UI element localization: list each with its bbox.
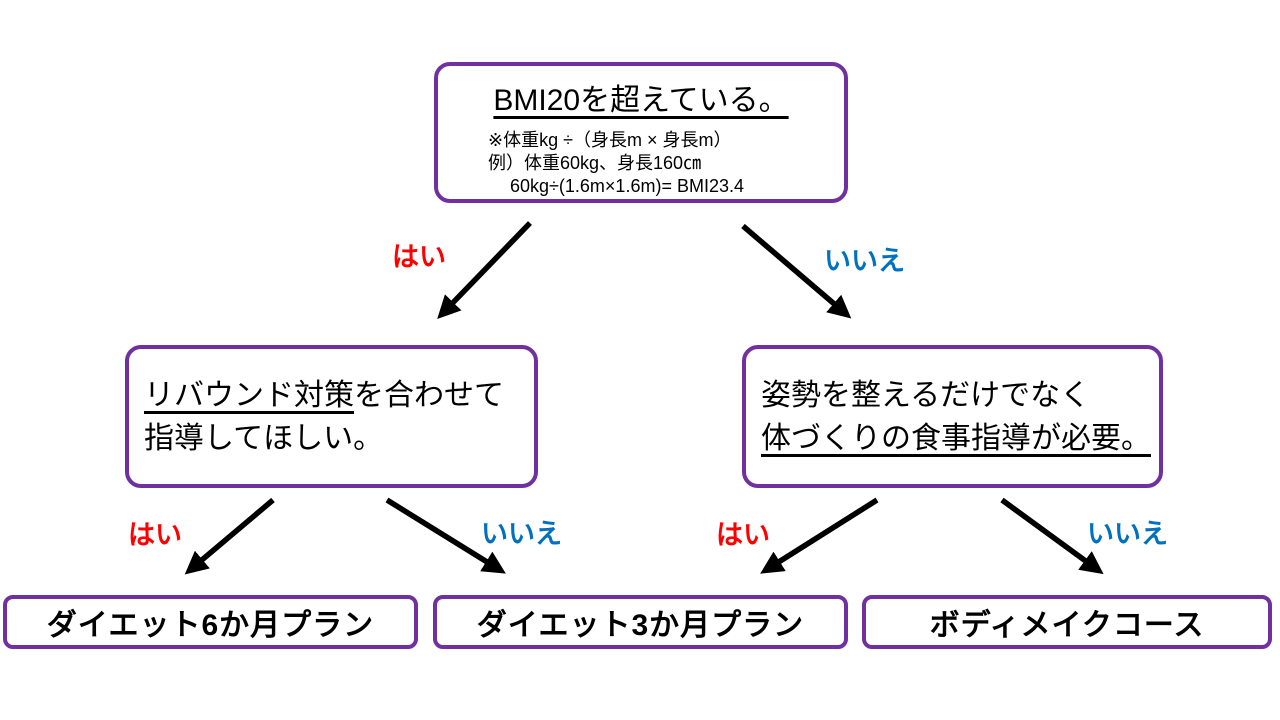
posture-question-line2: 体づくりの食事指導が必要。	[761, 417, 1153, 460]
bmi-formula-note: ※体重kg ÷（身長m × 身長m）	[488, 130, 732, 150]
posture-question-text: 姿勢を整えるだけでなく 体づくりの食事指導が必要。	[746, 349, 1159, 460]
root-no-label: いいえ	[824, 246, 905, 276]
root-yes-label: はい	[392, 242, 446, 272]
arrow-root-yes	[437, 221, 532, 319]
root-question-text: BMI20を超えている。	[493, 84, 789, 117]
rebound-question-box: リバウンド対策を合わせて 指導してほしい。	[125, 345, 538, 488]
right-yes-label: はい	[716, 520, 770, 550]
outcome-diet-6month-label: ダイエット6か月プラン	[46, 609, 375, 642]
posture-question-line1: 姿勢を整えるだけでなく	[761, 379, 1091, 412]
outcome-diet-3month-label: ダイエット3か月プラン	[476, 609, 805, 642]
left-no-label: いいえ	[481, 519, 562, 549]
posture-underlined-text: 体づくりの食事指導が必要。	[761, 422, 1151, 455]
outcome-bodymake-box: ボディメイクコース	[862, 595, 1272, 649]
rebound-underlined-text: リバウンド対策	[144, 379, 354, 412]
right-no-label: いいえ	[1087, 519, 1168, 549]
left-yes-label: はい	[128, 520, 182, 550]
root-question-title: BMI20を超えている。	[438, 75, 844, 119]
rebound-rest-text: を合わせて	[354, 379, 504, 412]
arrow-left-yes	[184, 497, 275, 575]
rebound-question-text: リバウンド対策を合わせて 指導してほしい。	[129, 349, 534, 460]
bmi-example-note: 例）体重60kg、身長160㎝	[488, 153, 702, 173]
root-question-box: BMI20を超えている。 ※体重kg ÷（身長m × 身長m） 例）体重60kg…	[434, 62, 848, 203]
arrow-right-no	[1000, 497, 1104, 575]
outcome-diet-6month-box: ダイエット6か月プラン	[3, 595, 418, 649]
outcome-bodymake-label: ボディメイクコース	[929, 609, 1205, 642]
posture-question-box: 姿勢を整えるだけでなく 体づくりの食事指導が必要。	[742, 345, 1163, 488]
root-question-notes: ※体重kg ÷（身長m × 身長m） 例）体重60kg、身長160㎝ 60kg÷…	[488, 129, 844, 198]
rebound-question-line1: リバウンド対策を合わせて	[144, 374, 528, 417]
outcome-diet-3month-box: ダイエット3か月プラン	[433, 595, 848, 649]
arrow-right-yes	[760, 497, 879, 574]
rebound-question-line2: 指導してほしい。	[144, 422, 384, 455]
bmi-calculation-note: 60kg÷(1.6m×1.6m)= BMI23.4	[510, 176, 744, 196]
